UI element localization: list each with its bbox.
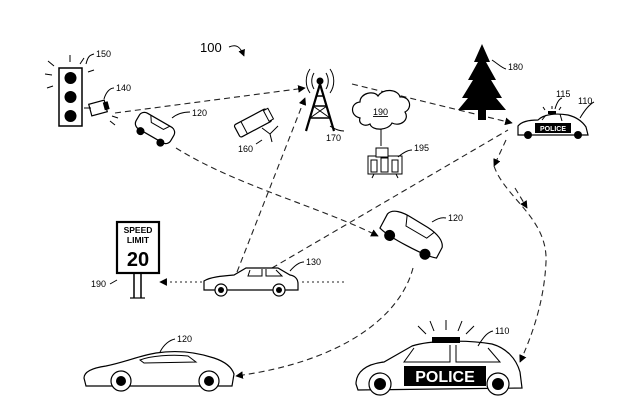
figure-number-text: 100	[200, 40, 222, 55]
server-icon	[367, 147, 403, 179]
car-middle-right-label: 120	[431, 213, 463, 223]
police-top-lightbar-label-text: 115	[556, 89, 570, 99]
server-label-text: 195	[414, 143, 429, 153]
tree-label-text: 180	[508, 62, 523, 72]
car-bottom-left-label-text: 120	[177, 334, 192, 344]
car-top-left-label-text: 120	[192, 108, 207, 118]
figure-number: 100	[200, 40, 245, 57]
car-bottom-left-label: 120	[159, 334, 192, 353]
car-top-left-label: 120	[171, 108, 207, 119]
link-police-top-down	[493, 139, 507, 167]
link-car-to-tower	[236, 97, 307, 273]
link-vehicle-to-police-top	[271, 129, 509, 269]
sign-value: 20	[127, 249, 149, 271]
link-car-middle-to-car-bottom	[235, 267, 414, 379]
sign-line1: SPEED	[124, 225, 153, 235]
link-car-topleft-to-car-middle	[175, 147, 379, 237]
traffic-light-icon	[44, 55, 95, 127]
cloud-icon: 190	[351, 89, 411, 130]
police-top-label: 110	[578, 96, 595, 119]
car-middle-right-label-text: 120	[448, 213, 463, 223]
link-police-path-curve	[493, 165, 547, 363]
speed-sign-label-text: 190	[91, 279, 106, 289]
police-bottom-label-text: 110	[495, 326, 509, 336]
traffic-light-label: 150	[85, 49, 111, 65]
tree-label: 180	[491, 59, 523, 72]
camera-icon	[84, 99, 119, 126]
police-bottom-label: 110	[477, 326, 509, 347]
camera-label: 140	[103, 83, 131, 100]
police-car-top-icon: POLICE	[517, 106, 589, 139]
link-tower-to-police-top	[351, 83, 513, 126]
camera-standalone-icon	[233, 107, 279, 143]
sign-line2: LIMIT	[127, 235, 150, 245]
main-vehicle-icon	[203, 267, 299, 297]
tower-label: 170	[326, 125, 345, 143]
camera-label-text: 140	[116, 83, 131, 93]
main-vehicle-label: 130	[289, 257, 321, 272]
link-camera-to-tower	[114, 85, 306, 114]
server-label: 195	[397, 143, 429, 158]
communication-links	[114, 83, 547, 379]
car-middle-right-icon	[379, 210, 443, 260]
tower-label-text: 170	[326, 133, 341, 143]
camera-standalone-label: 160	[238, 139, 263, 154]
police-top-label-text: 110	[578, 96, 592, 106]
tower-icon	[304, 68, 336, 132]
link-curve-branch	[514, 187, 528, 209]
speed-limit-sign: SPEED LIMIT 20	[115, 220, 161, 299]
tree-icon	[458, 44, 506, 120]
camera-standalone-label-text: 160	[238, 144, 253, 154]
police-bottom-text: POLICE	[415, 369, 475, 386]
police-top-text: POLICE	[540, 126, 566, 133]
police-top-lightbar-label: 115	[554, 89, 570, 110]
cloud-label-text: 190	[373, 107, 388, 117]
police-car-bottom-icon: POLICE	[355, 320, 523, 396]
car-bottom-left-icon	[83, 351, 235, 392]
main-vehicle-label-text: 130	[306, 257, 321, 267]
speed-sign-label: 190	[91, 279, 118, 289]
car-top-left-icon	[134, 111, 176, 147]
traffic-light-label-text: 150	[96, 49, 111, 59]
